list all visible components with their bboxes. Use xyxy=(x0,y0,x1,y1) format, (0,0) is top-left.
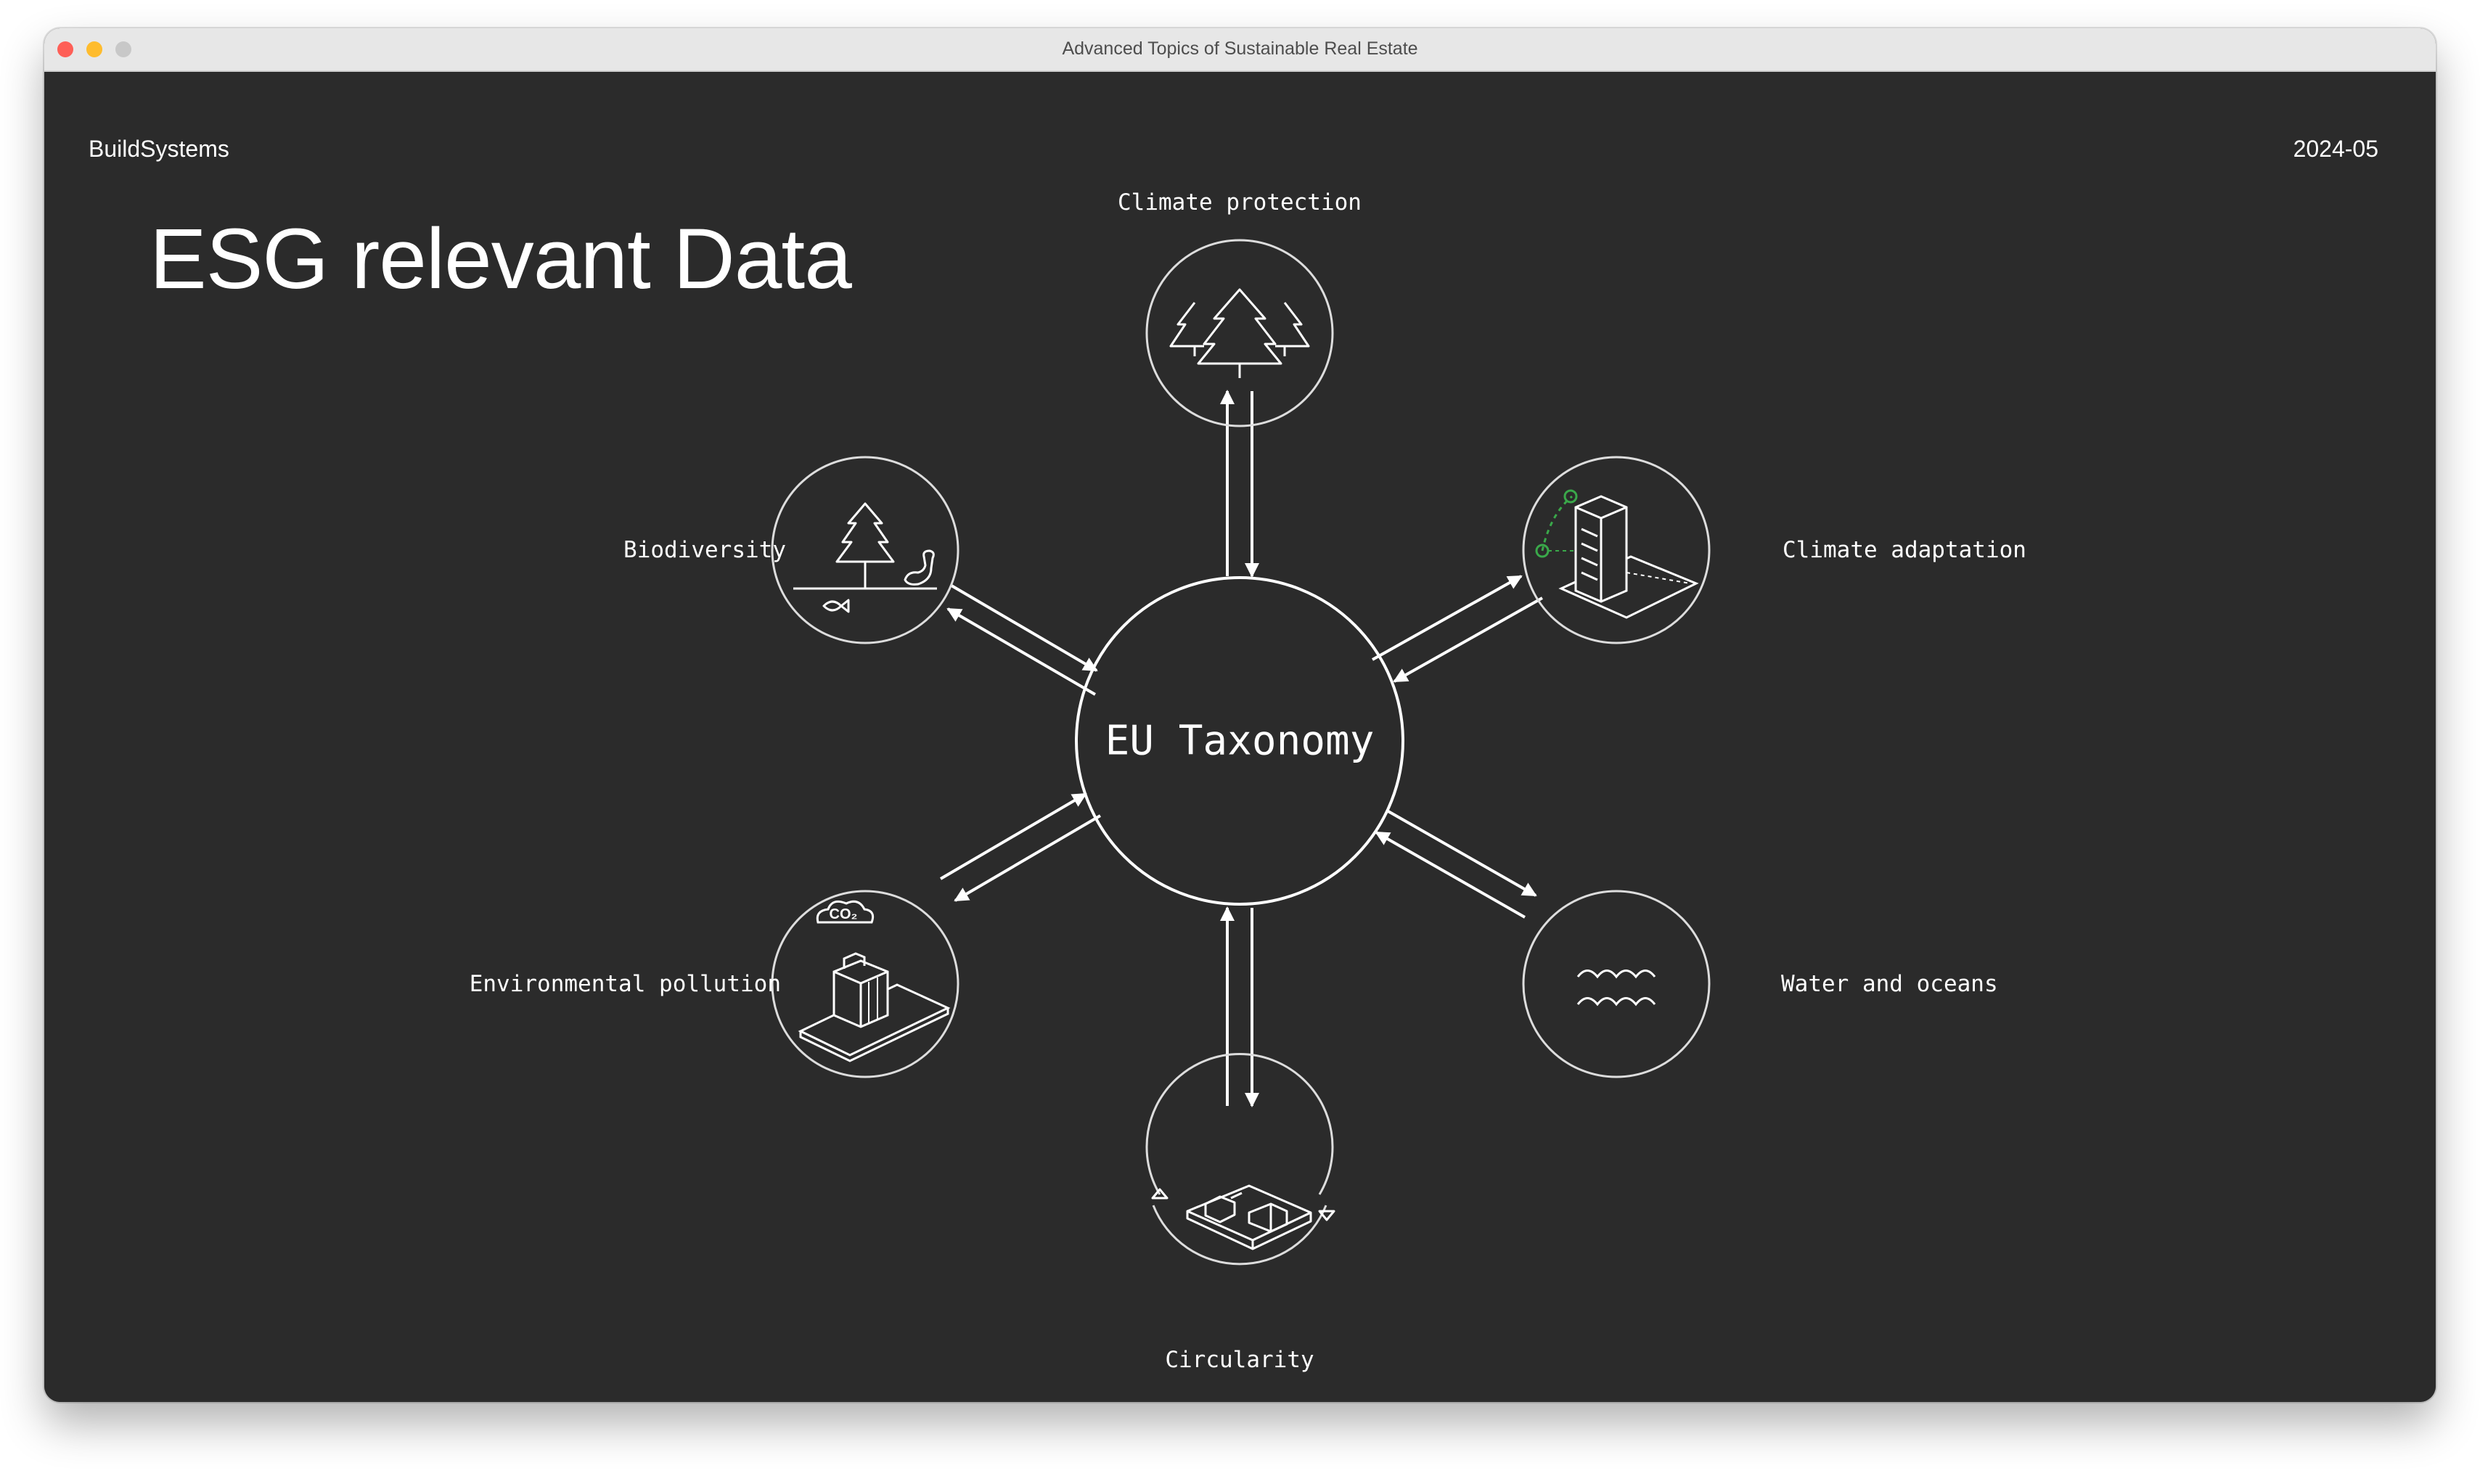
date-label: 2024-05 xyxy=(2293,136,2378,162)
zoom-button[interactable] xyxy=(115,41,131,57)
slide: BuildSystems 2024-05 ESG relevant Data E… xyxy=(44,72,2436,1402)
tree-duck-fish-icon xyxy=(793,502,937,613)
node-water-and-oceans: Water and oceans xyxy=(1522,890,1998,1078)
center-label: EU Taxonomy xyxy=(1105,718,1375,765)
co2-building-icon: CO₂ xyxy=(798,900,951,1062)
label-environmental-pollution: Environmental pollution xyxy=(470,971,781,997)
arrows-circularity xyxy=(1220,906,1259,1107)
arrows-environmental-pollution xyxy=(939,792,1102,902)
circular-building-icon xyxy=(1151,1184,1335,1250)
node-biodiversity: Biodiversity xyxy=(623,456,959,644)
node-environmental-pollution: CO₂ Environmental pollution xyxy=(470,890,959,1078)
arrows-climate-protection xyxy=(1220,390,1259,578)
minimize-button[interactable] xyxy=(86,41,102,57)
waves-icon xyxy=(1576,969,1656,1007)
brand-label: BuildSystems xyxy=(89,136,229,162)
label-water-and-oceans: Water and oceans xyxy=(1781,971,1998,997)
building-sun-icon xyxy=(1535,489,1699,619)
label-climate-protection: Climate protection xyxy=(1118,189,1362,216)
arrows-biodiversity xyxy=(946,584,1098,696)
label-climate-adaptation: Climate adaptation xyxy=(1783,537,2026,563)
label-biodiversity: Biodiversity xyxy=(623,537,786,563)
node-climate-adaptation: Climate adaptation xyxy=(1522,456,2026,644)
arrows-water-and-oceans xyxy=(1375,809,1537,919)
center-circle xyxy=(1075,576,1404,906)
node-circularity: Circularity xyxy=(1145,1053,1335,1373)
node-climate-protection: Climate protection xyxy=(1118,189,1362,427)
trees-icon xyxy=(1169,288,1310,378)
window-title: Advanced Topics of Sustainable Real Esta… xyxy=(1062,38,1418,59)
arrows-climate-adaptation xyxy=(1372,575,1543,683)
title-bar: Advanced Topics of Sustainable Real Esta… xyxy=(44,28,2436,72)
taxonomy-diagram: EU Taxonomy xyxy=(470,189,2026,1373)
co2-label: CO₂ xyxy=(830,906,858,922)
label-circularity: Circularity xyxy=(1165,1347,1314,1373)
app-window: Advanced Topics of Sustainable Real Esta… xyxy=(44,28,2436,1402)
slide-heading: ESG relevant Data xyxy=(150,211,852,307)
close-button[interactable] xyxy=(57,41,73,57)
